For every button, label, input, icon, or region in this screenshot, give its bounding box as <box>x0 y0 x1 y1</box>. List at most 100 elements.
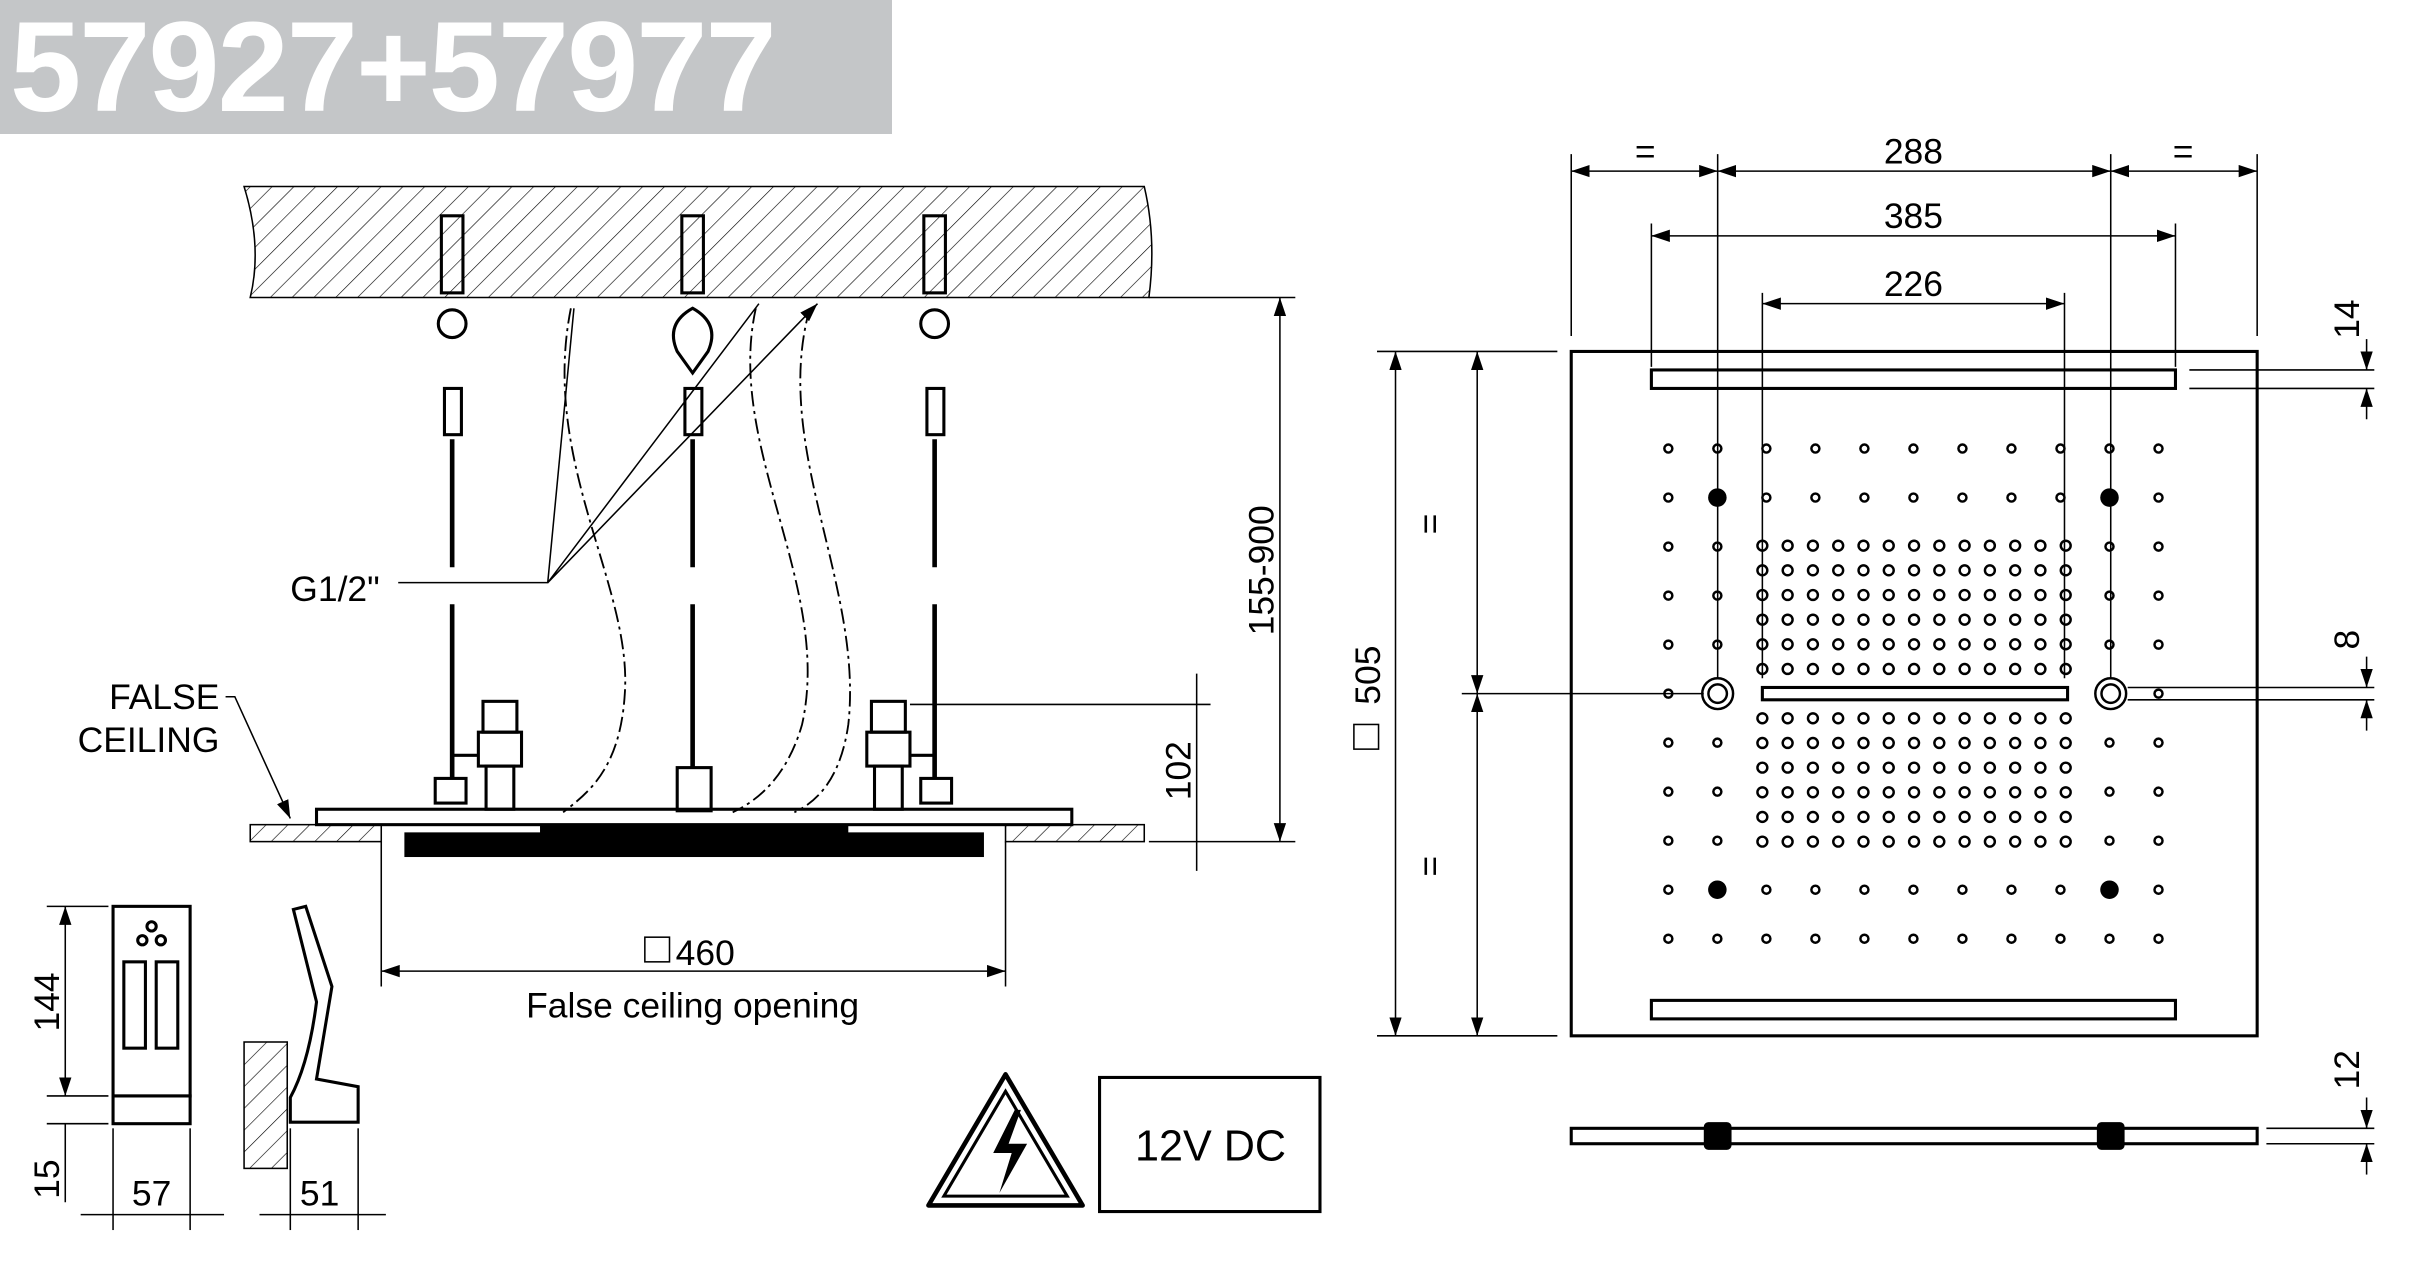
dense-nozzle <box>2034 564 2047 577</box>
dense-nozzle <box>2034 810 2047 824</box>
dense-nozzle <box>1933 662 1946 676</box>
dense-nozzle <box>1882 736 1895 750</box>
dense-nozzle <box>1907 539 1921 552</box>
side-view: G1/2" FALSE CEILING 155-900 102 460 Fals… <box>78 185 1296 1025</box>
false-ceiling-label-line2: CEILING <box>78 720 220 760</box>
dense-nozzle <box>1907 662 1921 676</box>
nozzle-grid <box>1663 443 2164 944</box>
dense-nozzle <box>1832 539 1845 552</box>
dense-nozzle <box>1781 588 1794 602</box>
dim-half-bottom: = <box>1410 856 1450 877</box>
high-voltage-warning-icon <box>926 1072 1085 1208</box>
large-nozzle <box>2100 880 2119 899</box>
nozzle <box>2055 443 2066 454</box>
dense-nozzle <box>1882 539 1895 552</box>
dim-505: 505 <box>1348 646 1388 705</box>
nozzle <box>2055 884 2066 895</box>
dense-nozzle <box>1958 564 1971 577</box>
dense-nozzle <box>1907 564 1921 577</box>
dense-nozzle <box>1756 810 1769 824</box>
dense-nozzle <box>2008 613 2022 626</box>
dense-nozzle <box>1857 712 1870 725</box>
dense-nozzle <box>1983 810 1997 824</box>
dense-nozzle <box>1806 761 1820 774</box>
dense-nozzle <box>1857 736 1870 750</box>
dense-nozzle <box>1806 835 1820 848</box>
valve-right <box>865 699 954 811</box>
nozzle <box>1712 835 1723 846</box>
dim-height-range: 155-900 <box>1242 505 1282 635</box>
dense-nozzle <box>1933 810 1946 824</box>
nozzle <box>2104 737 2115 748</box>
dim-height: 102 <box>1159 741 1199 800</box>
dense-nozzle <box>1781 761 1794 774</box>
dense-nozzle <box>1832 613 1845 626</box>
nozzle <box>1957 492 1968 503</box>
dim-equal-right: = <box>2173 131 2194 171</box>
dense-nozzle <box>1857 638 1870 651</box>
dense-nozzle <box>2008 588 2022 602</box>
dense-nozzle <box>1983 761 1997 774</box>
nozzle <box>2055 492 2066 503</box>
dense-nozzle <box>1806 613 1820 626</box>
dense-nozzle <box>1882 712 1895 725</box>
dense-nozzle <box>2034 761 2047 774</box>
jet-nozzle <box>2094 676 2128 711</box>
nozzle <box>2104 933 2115 944</box>
dense-nozzle <box>1958 786 1971 799</box>
dense-nozzle <box>2034 786 2047 799</box>
dim-panel-depth: 51 <box>300 1173 339 1213</box>
nozzle <box>1810 884 1821 895</box>
dense-nozzle <box>1933 638 1946 651</box>
nozzle <box>1663 884 1674 895</box>
nozzle <box>1712 933 1723 944</box>
dense-nozzle <box>1933 786 1946 799</box>
dense-nozzle <box>1882 662 1895 676</box>
nozzle <box>1810 443 1821 454</box>
voltage-label: 12V DC <box>1135 1123 1286 1171</box>
nozzle <box>1663 492 1674 503</box>
dense-nozzle <box>1882 786 1895 799</box>
dense-nozzle <box>2008 810 2022 824</box>
dense-nozzle <box>2008 736 2022 750</box>
dense-nozzle <box>2008 539 2022 552</box>
dense-nozzle <box>1983 786 1997 799</box>
dense-nozzle <box>1907 786 1921 799</box>
dense-nozzle <box>1958 662 1971 676</box>
light-strip-center <box>1760 685 2070 702</box>
dense-nozzle <box>2008 786 2022 799</box>
dim-288: 288 <box>1884 131 1943 171</box>
nozzle <box>1663 835 1674 846</box>
dense-nozzle <box>1983 712 1997 725</box>
dense-nozzle <box>1857 564 1870 577</box>
ceiling-slab <box>243 185 1153 299</box>
nozzle <box>1859 492 1870 503</box>
dense-nozzle <box>1806 786 1820 799</box>
voltage-warning: 12V DC <box>926 1072 1322 1214</box>
dim-opening: 460 <box>676 933 735 973</box>
dense-nozzle <box>1983 613 1997 626</box>
nozzle <box>1712 786 1723 797</box>
dense-nozzle <box>1983 588 1997 602</box>
dense-nozzle <box>1882 613 1895 626</box>
dense-nozzle <box>1983 662 1997 676</box>
dense-nozzle <box>2059 588 2072 602</box>
dense-nozzle <box>1832 662 1845 676</box>
nozzle <box>1908 933 1919 944</box>
dense-nozzle <box>1832 736 1845 750</box>
dense-nozzle <box>2059 835 2072 848</box>
dense-nozzle <box>2059 539 2072 552</box>
false-ceiling-label-line1: FALSE <box>109 677 219 717</box>
nozzle <box>1663 541 1674 552</box>
dim-half-top: = <box>1410 514 1450 535</box>
dense-nozzle <box>1983 539 1997 552</box>
nozzle <box>2104 541 2115 552</box>
hanger-center <box>672 214 714 813</box>
nozzle <box>2006 884 2017 895</box>
opening-caption: False ceiling opening <box>526 985 859 1025</box>
dense-nozzle <box>1756 761 1769 774</box>
dense-nozzle <box>1756 835 1769 848</box>
dense-nozzle <box>1806 539 1820 552</box>
nozzle <box>1859 443 1870 454</box>
nozzle <box>2006 443 2017 454</box>
